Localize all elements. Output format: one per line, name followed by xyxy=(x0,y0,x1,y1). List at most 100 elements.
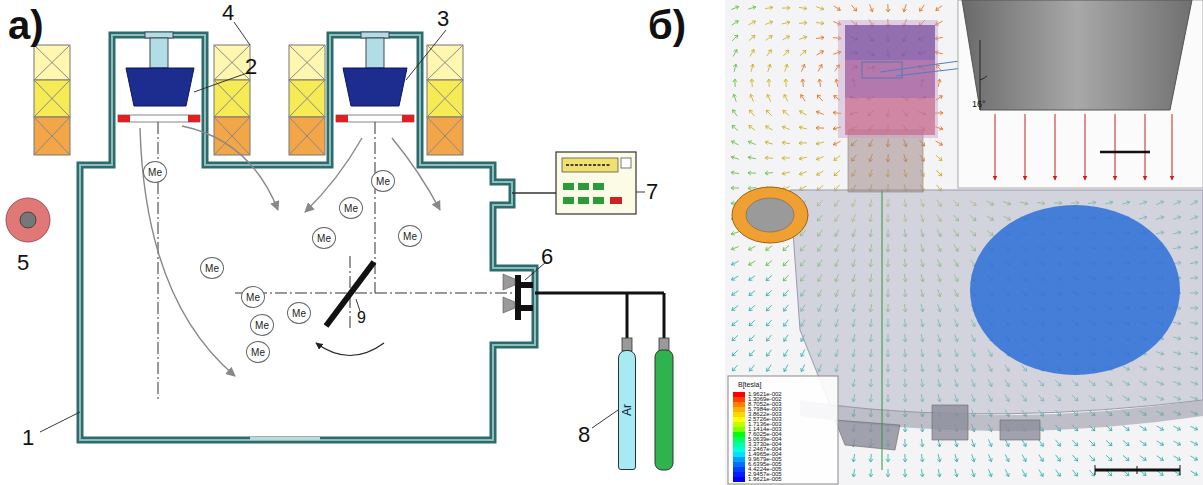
field-vector xyxy=(886,469,890,477)
particle-circle: Me xyxy=(287,302,311,324)
field-vector xyxy=(920,469,924,477)
field-vector xyxy=(989,469,993,476)
scale-bar-part xyxy=(1095,465,1180,475)
callout-number: 8 xyxy=(578,424,590,446)
chamber-model-part xyxy=(1000,420,1040,440)
field-vector xyxy=(886,454,890,462)
substrate-holder-part xyxy=(316,343,384,356)
gas-bottle: Ar xyxy=(618,350,636,470)
particle-circle: Me xyxy=(143,161,167,183)
field-vector xyxy=(783,245,789,250)
field-vector xyxy=(801,79,805,87)
field-vector xyxy=(766,261,772,266)
field-vector xyxy=(784,365,788,372)
field-vector xyxy=(1089,455,1094,461)
field-vector xyxy=(1022,470,1026,477)
field-vector xyxy=(1174,426,1181,430)
axis-lines xyxy=(158,122,520,400)
field-vector xyxy=(1056,440,1061,446)
magnetron xyxy=(118,32,200,122)
field-vector xyxy=(1056,455,1061,461)
field-vector xyxy=(748,156,756,160)
field-vector xyxy=(765,171,773,175)
field-vector xyxy=(733,94,737,102)
particle-label: Me xyxy=(246,292,260,303)
field-vector xyxy=(766,110,772,116)
field-vector xyxy=(732,21,739,25)
field-vector xyxy=(731,6,738,10)
particle-circle: Me xyxy=(312,227,336,249)
field-vector xyxy=(920,439,924,447)
particle-circle: Me xyxy=(241,286,265,308)
coil xyxy=(34,45,70,155)
ion-source xyxy=(503,274,533,320)
magnetron-part xyxy=(361,32,389,38)
field-vector xyxy=(750,50,754,57)
field-vector xyxy=(936,6,942,11)
field-vector xyxy=(799,141,807,145)
field-vector xyxy=(1140,426,1147,430)
field-vector xyxy=(801,64,805,71)
detail-inset-part-part xyxy=(1115,114,1116,180)
field-vector xyxy=(1072,440,1077,446)
vacuum-chamber-part xyxy=(80,35,535,440)
field-vector xyxy=(971,439,975,447)
coils xyxy=(34,45,463,155)
leader-lines xyxy=(40,22,645,432)
magnet-model-part xyxy=(845,60,935,98)
field-vector xyxy=(833,141,840,145)
field-vector xyxy=(765,156,773,160)
field-vector xyxy=(749,261,756,265)
field-vector xyxy=(800,111,807,115)
vacuum-chamber-part xyxy=(497,188,508,200)
field-vector xyxy=(766,126,773,130)
field-vector xyxy=(818,65,822,72)
field-vector xyxy=(732,291,739,295)
simulation-background xyxy=(725,0,1203,485)
field-vector xyxy=(784,305,789,311)
leader-lines-part xyxy=(592,410,618,428)
legend-box xyxy=(728,376,838,484)
detail-inset-part-part xyxy=(1145,114,1146,180)
magnet-model-part xyxy=(845,25,935,60)
magnetron-part xyxy=(118,115,200,122)
field-vector xyxy=(1123,426,1129,431)
field-vector xyxy=(1123,441,1129,446)
field-vector xyxy=(784,79,788,87)
field-vector xyxy=(834,170,840,176)
field-vector xyxy=(886,4,890,12)
field-vector xyxy=(766,320,771,326)
field-vector xyxy=(799,156,807,160)
field-vector xyxy=(783,50,788,56)
detail-inset-part xyxy=(980,76,987,80)
particle-label: Me xyxy=(317,233,331,244)
field-vector xyxy=(1039,470,1043,477)
vacuum-gauge-part xyxy=(621,158,631,168)
flux-arrows xyxy=(140,126,440,376)
field-vector xyxy=(782,126,789,130)
field-vector xyxy=(1073,470,1078,476)
field-vector xyxy=(766,290,772,296)
ion-source-part xyxy=(515,275,521,320)
field-vector xyxy=(732,350,738,356)
field-vector xyxy=(954,454,958,462)
leader-lines-part xyxy=(636,192,645,193)
field-vector xyxy=(783,36,790,40)
field-vector xyxy=(782,21,790,25)
detail-inset-part xyxy=(962,0,1192,110)
field-vector xyxy=(971,454,975,462)
detail-inset-part xyxy=(958,0,1203,188)
field-vector xyxy=(817,51,824,55)
field-vector xyxy=(731,247,738,251)
particle-label: Me xyxy=(148,167,162,178)
vacuum-gauge-part xyxy=(578,183,589,190)
field-vector xyxy=(784,335,788,342)
particle-label: Me xyxy=(344,203,358,214)
field-vector xyxy=(1089,440,1095,446)
scale-bar xyxy=(1095,465,1180,475)
field-vector xyxy=(731,261,738,265)
field-vector xyxy=(731,231,739,235)
field-vector xyxy=(1056,470,1061,477)
vacuum-gauge-part xyxy=(562,158,618,172)
vacuum-gauge-part xyxy=(566,164,610,166)
